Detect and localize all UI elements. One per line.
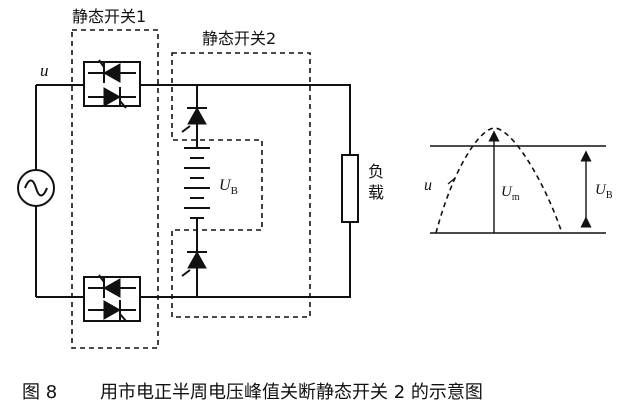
circuit-wiring — [35, 84, 351, 298]
ub-label: UB — [219, 177, 238, 197]
um-label: Um — [501, 184, 520, 203]
figure-caption: 用市电正半周电压峰值关断静态开关 2 的示意图 — [100, 382, 483, 403]
voltage-u-label: u — [40, 61, 49, 80]
thyristor-lower — [181, 250, 207, 277]
ub-wave-label: UB — [595, 182, 613, 201]
thyristor-pair-bottom — [83, 274, 141, 322]
load-resistor — [341, 154, 359, 223]
load-label-2: 载 — [368, 183, 384, 202]
u-pointer — [447, 177, 456, 185]
battery-symbol — [184, 136, 210, 240]
switch1-label: 静态开关1 — [72, 7, 146, 26]
top-wire-right — [140, 84, 351, 155]
waveform-diagram — [430, 127, 606, 234]
ac-source-icon — [17, 169, 55, 207]
thyristor-upper — [181, 106, 207, 133]
switch2-label: 静态开关2 — [202, 29, 276, 48]
figure-number: 图 8 — [22, 382, 57, 403]
static-switch-2-box — [171, 52, 311, 318]
bottom-wire-right — [140, 222, 351, 298]
wave-u-label: u — [424, 177, 432, 194]
half-wave-curve — [435, 127, 563, 234]
load-label-1: 负 — [368, 162, 384, 181]
thyristor-pair-top — [83, 59, 141, 109]
static-switch-1-box — [71, 29, 159, 349]
